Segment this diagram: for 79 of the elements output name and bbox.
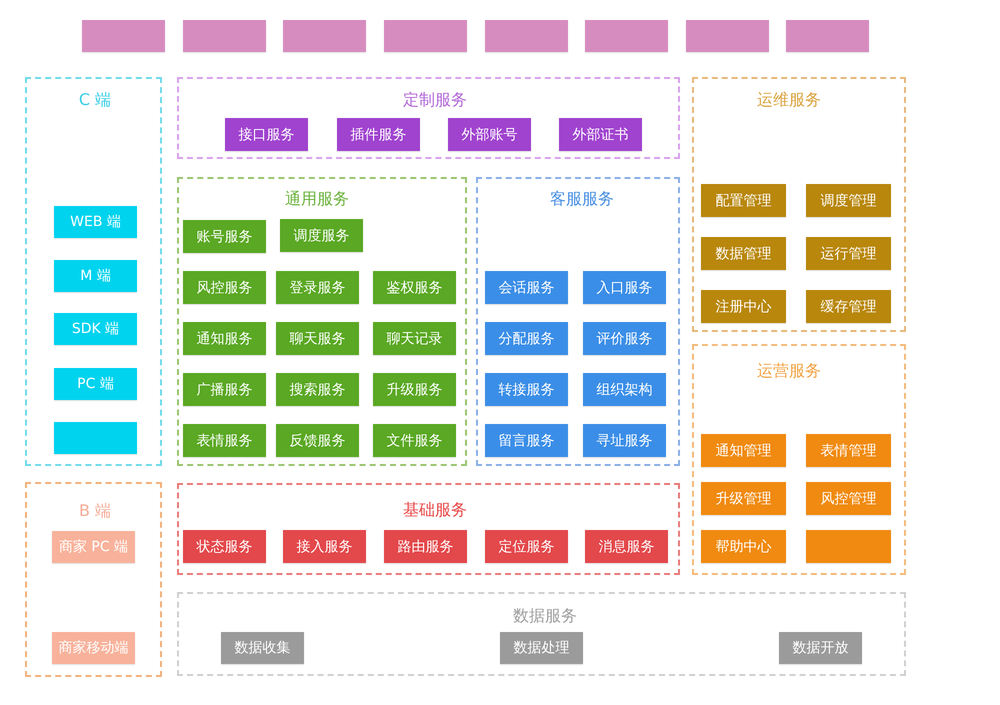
service-box: 定位服务: [485, 530, 568, 563]
service-box: 帮助中心: [701, 530, 786, 563]
service-box: 通知服务: [183, 322, 266, 355]
dashed-panel: [177, 483, 680, 575]
service-box: 转接服务: [485, 373, 568, 406]
service-box: 数据收集: [221, 632, 304, 664]
service-box: 商家 PC 端: [52, 531, 135, 563]
service-box: 接入服务: [283, 530, 366, 563]
service-box: 接口服务: [225, 118, 308, 151]
service-box: 调度管理: [806, 184, 891, 217]
empty-box: [384, 20, 467, 52]
service-box: 文件服务: [373, 424, 456, 457]
service-box: WEB 端: [54, 206, 137, 238]
dashed-panel: [25, 77, 162, 466]
panel-title: 数据服务: [513, 607, 577, 625]
service-box: 数据开放: [779, 632, 862, 664]
dashed-panel: [692, 77, 906, 332]
service-box: PC 端: [54, 368, 137, 400]
service-box: 数据处理: [500, 632, 583, 664]
service-box: 组织架构: [583, 373, 666, 406]
empty-box: [82, 20, 165, 52]
service-box: 升级管理: [701, 482, 786, 515]
service-box: 评价服务: [583, 322, 666, 355]
service-box: 注册中心: [701, 290, 786, 323]
service-box: 广播服务: [183, 373, 266, 406]
service-box: 升级服务: [373, 373, 456, 406]
service-box: 消息服务: [585, 530, 668, 563]
service-box: 数据管理: [701, 237, 786, 270]
panel-title: 运营服务: [757, 362, 821, 380]
service-box: 路由服务: [384, 530, 467, 563]
dashed-panel: [692, 344, 906, 575]
service-box: 调度服务: [280, 219, 363, 252]
service-box: 留言服务: [485, 424, 568, 457]
service-box: 状态服务: [183, 530, 266, 563]
service-box: 表情服务: [183, 424, 266, 457]
service-box: 寻址服务: [583, 424, 666, 457]
service-box: 分配服务: [485, 322, 568, 355]
panel-title: 基础服务: [403, 501, 467, 519]
empty-box: [806, 530, 891, 563]
service-box: 配置管理: [701, 184, 786, 217]
service-box: 聊天记录: [373, 322, 456, 355]
service-box: 会话服务: [485, 271, 568, 304]
service-box: 账号服务: [183, 220, 266, 253]
service-box: 登录服务: [276, 271, 359, 304]
empty-box: [585, 20, 668, 52]
service-box: 搜索服务: [276, 373, 359, 406]
service-box: 表情管理: [806, 434, 891, 467]
dashed-panel: [177, 592, 906, 676]
panel-title: 通用服务: [285, 190, 349, 208]
dashed-panel: [476, 177, 680, 466]
service-box: 风控管理: [806, 482, 891, 515]
empty-box: [786, 20, 869, 52]
service-box: 运行管理: [806, 237, 891, 270]
service-box: M 端: [54, 260, 137, 292]
service-box: 聊天服务: [276, 322, 359, 355]
service-box: SDK 端: [54, 313, 137, 345]
dashed-panel: [177, 77, 680, 159]
service-box: 通知管理: [701, 434, 786, 467]
service-box: 鉴权服务: [373, 271, 456, 304]
dashed-panel: [25, 482, 162, 677]
empty-box: [686, 20, 769, 52]
panel-title: C 端: [78, 91, 112, 109]
service-box: 反馈服务: [276, 424, 359, 457]
dashed-panel: [177, 177, 467, 466]
service-box: 外部证书: [559, 118, 642, 151]
service-box: 风控服务: [183, 271, 266, 304]
service-box: 缓存管理: [806, 290, 891, 323]
panel-title: B 端: [78, 502, 112, 520]
empty-box: [283, 20, 366, 52]
empty-box: [54, 422, 137, 454]
empty-box: [183, 20, 266, 52]
empty-box: [485, 20, 568, 52]
panel-title: 运维服务: [757, 91, 821, 109]
panel-title: 客服服务: [550, 190, 614, 208]
service-box: 入口服务: [583, 271, 666, 304]
service-box: 商家移动端: [52, 632, 135, 664]
panel-title: 定制服务: [403, 91, 467, 109]
service-box: 外部账号: [448, 118, 531, 151]
service-box: 插件服务: [337, 118, 420, 151]
